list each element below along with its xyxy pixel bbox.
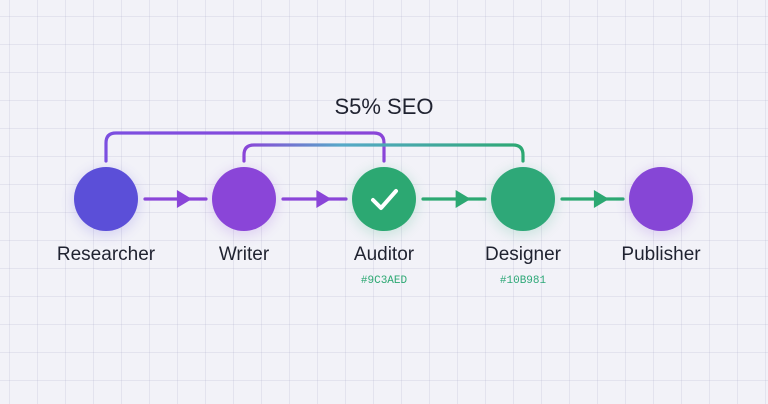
node-designer xyxy=(491,167,555,231)
node-hex-auditor: #9C3AED xyxy=(360,275,408,287)
arrow-head-auditor-designer xyxy=(455,190,471,208)
node-researcher xyxy=(74,167,138,231)
node-label-publisher: Publisher xyxy=(621,244,701,265)
check-icon xyxy=(371,189,398,210)
node-auditor xyxy=(352,167,416,231)
arrow-head-researcher-writer xyxy=(176,190,192,208)
arrow-head-designer-publisher xyxy=(593,190,609,208)
node-label-writer: Writer xyxy=(218,244,270,265)
bracket-connector-writer-designer xyxy=(242,143,525,163)
node-writer xyxy=(212,167,276,231)
diagram-title: S5% SEO xyxy=(334,94,434,119)
node-label-researcher: Researcher xyxy=(56,244,156,265)
node-publisher xyxy=(629,167,693,231)
node-label-auditor: Auditor xyxy=(353,244,415,265)
arrow-head-writer-auditor xyxy=(316,190,332,208)
bracket-connector-researcher-auditor xyxy=(104,131,386,163)
node-label-designer: Designer xyxy=(484,244,562,265)
node-hex-designer: #10B981 xyxy=(499,275,547,287)
